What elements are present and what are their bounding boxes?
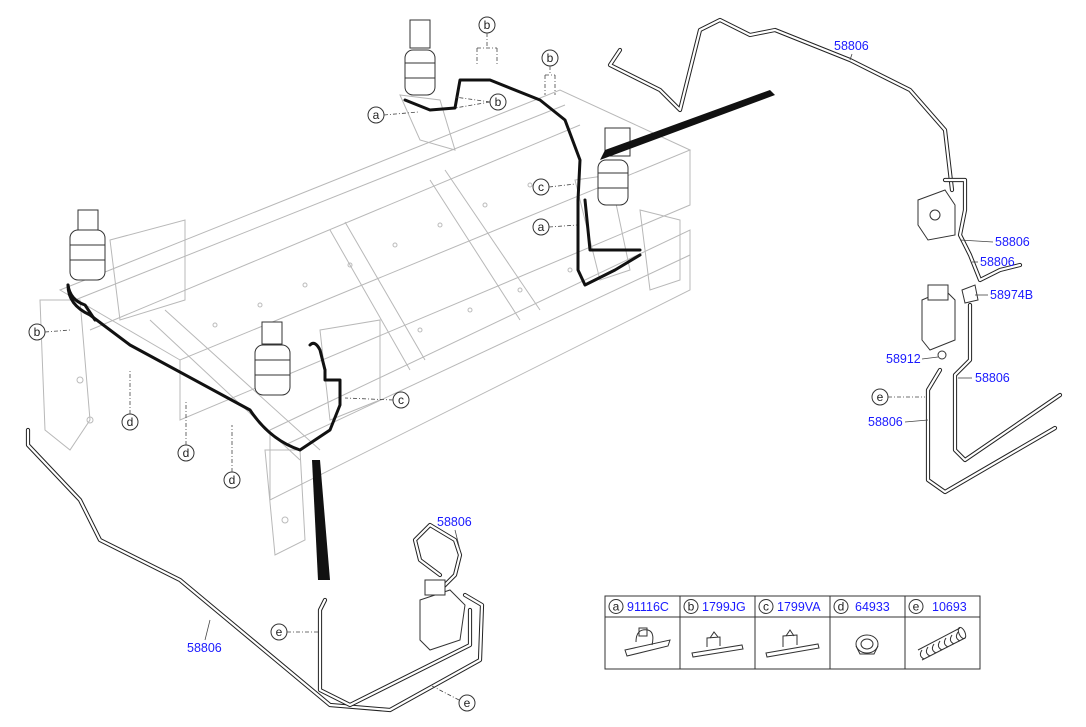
- callout-c-2: c: [398, 393, 404, 407]
- air-spring-front-right: [254, 321, 291, 396]
- air-harness: [66, 78, 775, 580]
- callout-d-2: d: [183, 446, 190, 460]
- callout-d-1: d: [127, 415, 134, 429]
- callouts: b b b a c a b c d d d: [28, 16, 925, 712]
- clamp-band-icon: [624, 627, 671, 657]
- callout-b-3: b: [495, 95, 502, 109]
- part-label-bottom-loop: 58806: [437, 515, 472, 529]
- legend-letter-e: e: [913, 600, 920, 614]
- part-label-connector: 58974B: [990, 288, 1033, 302]
- legend-letter-d: d: [838, 600, 845, 614]
- legend-part-b: 1799JG: [702, 600, 746, 614]
- grommet-icon: [855, 634, 879, 655]
- legend-letter-c: c: [763, 600, 769, 614]
- part-label-right-4: 58806: [868, 415, 903, 429]
- callout-e-1: e: [877, 390, 884, 404]
- part-label-valve: 58912: [886, 352, 921, 366]
- legend-part-e: 10693: [932, 600, 967, 614]
- connector-58974b-part: [961, 284, 979, 304]
- callout-b-2: b: [547, 51, 554, 65]
- callout-a-2: a: [538, 220, 545, 234]
- part-label-top-main: 58806: [834, 39, 869, 53]
- legend-letter-a: a: [613, 600, 620, 614]
- legend-part-c: 1799VA: [777, 600, 821, 614]
- corrugated-tube-icon: [917, 626, 967, 661]
- callout-b-4: b: [34, 325, 41, 339]
- legend-part-d: 64933: [855, 600, 890, 614]
- chassis-frame: [39, 89, 692, 556]
- valve-block-right: [917, 189, 956, 241]
- part-labels: 58806 58806 58806 58974B 58912 58806 588…: [187, 39, 1033, 655]
- part-label-bottom-left: 58806: [187, 641, 222, 655]
- callout-c-1: c: [538, 180, 544, 194]
- callout-d-3: d: [229, 473, 236, 487]
- part-label-right-2: 58806: [980, 255, 1015, 269]
- solenoid-valve-bottom: [419, 579, 466, 651]
- part-label-right-3: 58806: [975, 371, 1010, 385]
- callout-e-2: e: [276, 625, 283, 639]
- air-spring-rear-right: [597, 127, 631, 206]
- air-spring-front-left: [69, 209, 106, 281]
- callout-b-1: b: [484, 18, 491, 32]
- cable-tie-icon: [691, 631, 744, 658]
- callout-e-3: e: [464, 696, 471, 710]
- cable-tie-clip-icon: [765, 629, 820, 658]
- callout-a-1: a: [373, 108, 380, 122]
- legend-part-a: 91116C: [627, 600, 669, 614]
- air-pipes: [25, 17, 1063, 713]
- legend-letter-b: b: [688, 600, 695, 614]
- legend-table: a 91116C b 1799JG c 1799VA d 64933 e 106…: [604, 595, 981, 670]
- part-label-right-1: 58806: [995, 235, 1030, 249]
- solenoid-valve-right: [921, 284, 956, 360]
- air-spring-rear-left: [404, 19, 436, 96]
